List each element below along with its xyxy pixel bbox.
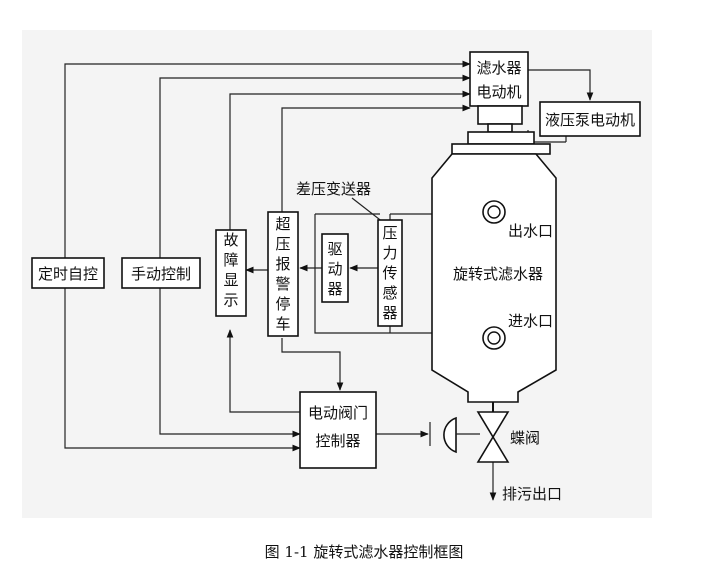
motor-coupling	[477, 105, 523, 125]
figure-caption: 图 1-1 旋转式滤水器控制框图	[264, 543, 464, 561]
filter-motor-box	[469, 51, 529, 107]
filter-motor-label-1: 滤水器	[476, 59, 521, 77]
motor-mount	[487, 123, 513, 133]
fault-display-label: 故障显示	[223, 231, 238, 309]
timer-control-box	[31, 257, 105, 289]
driver-box	[321, 233, 349, 303]
pressure-sensor-box	[377, 219, 403, 327]
pressure-sensor-label: 压力传感器	[382, 224, 397, 322]
inlet-label: 进水口	[508, 312, 553, 330]
valve-controller-box	[299, 391, 377, 469]
dp-transmitter-label: 差压变送器	[296, 180, 371, 198]
valve-controller-label-1: 电动阀门	[308, 404, 368, 422]
pump-motor-label: 液压泵电动机	[545, 111, 635, 129]
filter-motor-label-2: 电动机	[476, 83, 521, 101]
node-labels: 定时自控 手动控制 故障显示 超压报警停车 驱动器 压力传感器 滤水器 电动机 …	[38, 59, 635, 503]
rotary-filter-label: 旋转式滤水器	[453, 265, 543, 283]
overpressure-stop-label: 超压报警停车	[275, 215, 290, 333]
manual-control-box	[121, 257, 201, 289]
timer-control-label: 定时自控	[38, 265, 98, 283]
driver-label: 驱动器	[327, 240, 342, 298]
fault-display-box	[215, 229, 247, 317]
filter-top-flange	[467, 131, 535, 145]
pump-motor-box	[539, 101, 641, 137]
drain-outlet-label: 排污出口	[502, 485, 562, 503]
butterfly-valve-label: 蝶阀	[510, 429, 540, 447]
butterfly-valve-icon	[476, 411, 510, 463]
manual-control-label: 手动控制	[131, 265, 191, 283]
control-block-diagram: 定时自控 手动控制 故障显示 超压报警停车 驱动器 压力传感器 滤水器 电动机 …	[22, 30, 652, 518]
valve-actuator-icon	[443, 416, 457, 454]
overpressure-stop-box	[267, 211, 299, 337]
outlet-label: 出水口	[508, 222, 553, 240]
filter-top-cap	[451, 143, 551, 155]
valve-controller-label-2: 控制器	[315, 432, 360, 450]
rotary-filter-vessel	[431, 153, 557, 403]
